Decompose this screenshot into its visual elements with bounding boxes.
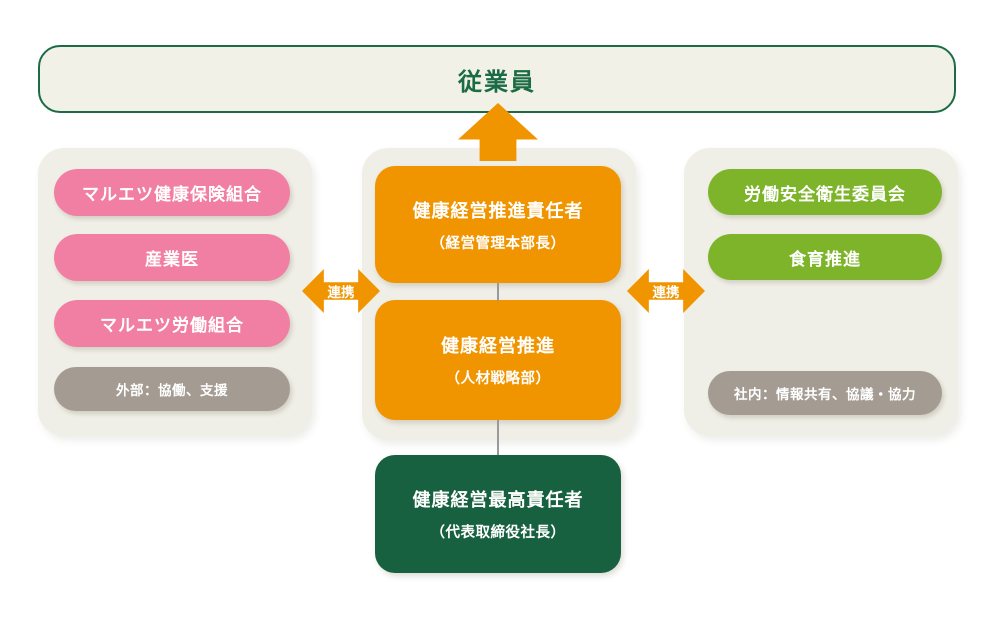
box-title: 健康経営推進 (441, 336, 555, 356)
pill-label: マルエツ労働組合 (100, 316, 244, 335)
external-partners-panel: マルエツ健康保険組合 産業医 マルエツ労働組合 外部：協働、支援 (38, 148, 312, 436)
pill-label: マルエツ健康保険組合 (82, 185, 262, 204)
chief-officer-box: 健康経営最高責任者 （代表取締役社長） (375, 455, 621, 573)
box-title: 健康経営推進責任者 (412, 200, 584, 221)
pill-health-insurance-union: マルエツ健康保険組合 (54, 169, 290, 216)
box-title: 健康経営最高責任者 (412, 490, 584, 510)
connector-line-bottom (497, 420, 499, 456)
employees-box: 従業員 (38, 45, 956, 113)
employees-label: 従業員 (458, 68, 536, 96)
connector-line-top (497, 283, 499, 301)
promotion-dept-box: 健康経営推進 （人材戦略部） (375, 300, 621, 420)
internal-note-pill: 社内：情報共有、協議・協力 (708, 371, 942, 415)
promotion-manager-box: 健康経営推進責任者 （経営管理本部長） (375, 166, 621, 283)
promotion-panel: 健康経営推進責任者 （経営管理本部長） 健康経営推進 （人材戦略部） (362, 148, 636, 440)
pill-labor-union: マルエツ労働組合 (54, 300, 290, 347)
link-label: 連携 (652, 285, 680, 300)
link-label: 連携 (327, 285, 355, 300)
pill-label: 産業医 (145, 250, 199, 269)
note-label: 社内：情報共有、協議・協力 (734, 387, 916, 402)
pill-label: 食育推進 (789, 249, 861, 269)
pill-label: 労働安全衛生委員会 (744, 184, 906, 204)
box-subtitle: （経営管理本部長） (430, 235, 566, 252)
external-note-pill: 外部：協働、支援 (54, 367, 290, 411)
box-subtitle: （代表取締役社長） (430, 525, 566, 541)
box-subtitle: （人材戦略部） (445, 371, 551, 387)
internal-committees-panel: 労働安全衛生委員会 食育推進 社内：情報共有、協議・協力 (684, 148, 958, 436)
note-label: 外部：協働、支援 (116, 383, 228, 398)
pill-occupational-physician: 産業医 (54, 234, 290, 281)
pill-food-education: 食育推進 (708, 234, 942, 280)
pill-safety-health-committee: 労働安全衛生委員会 (708, 169, 942, 215)
